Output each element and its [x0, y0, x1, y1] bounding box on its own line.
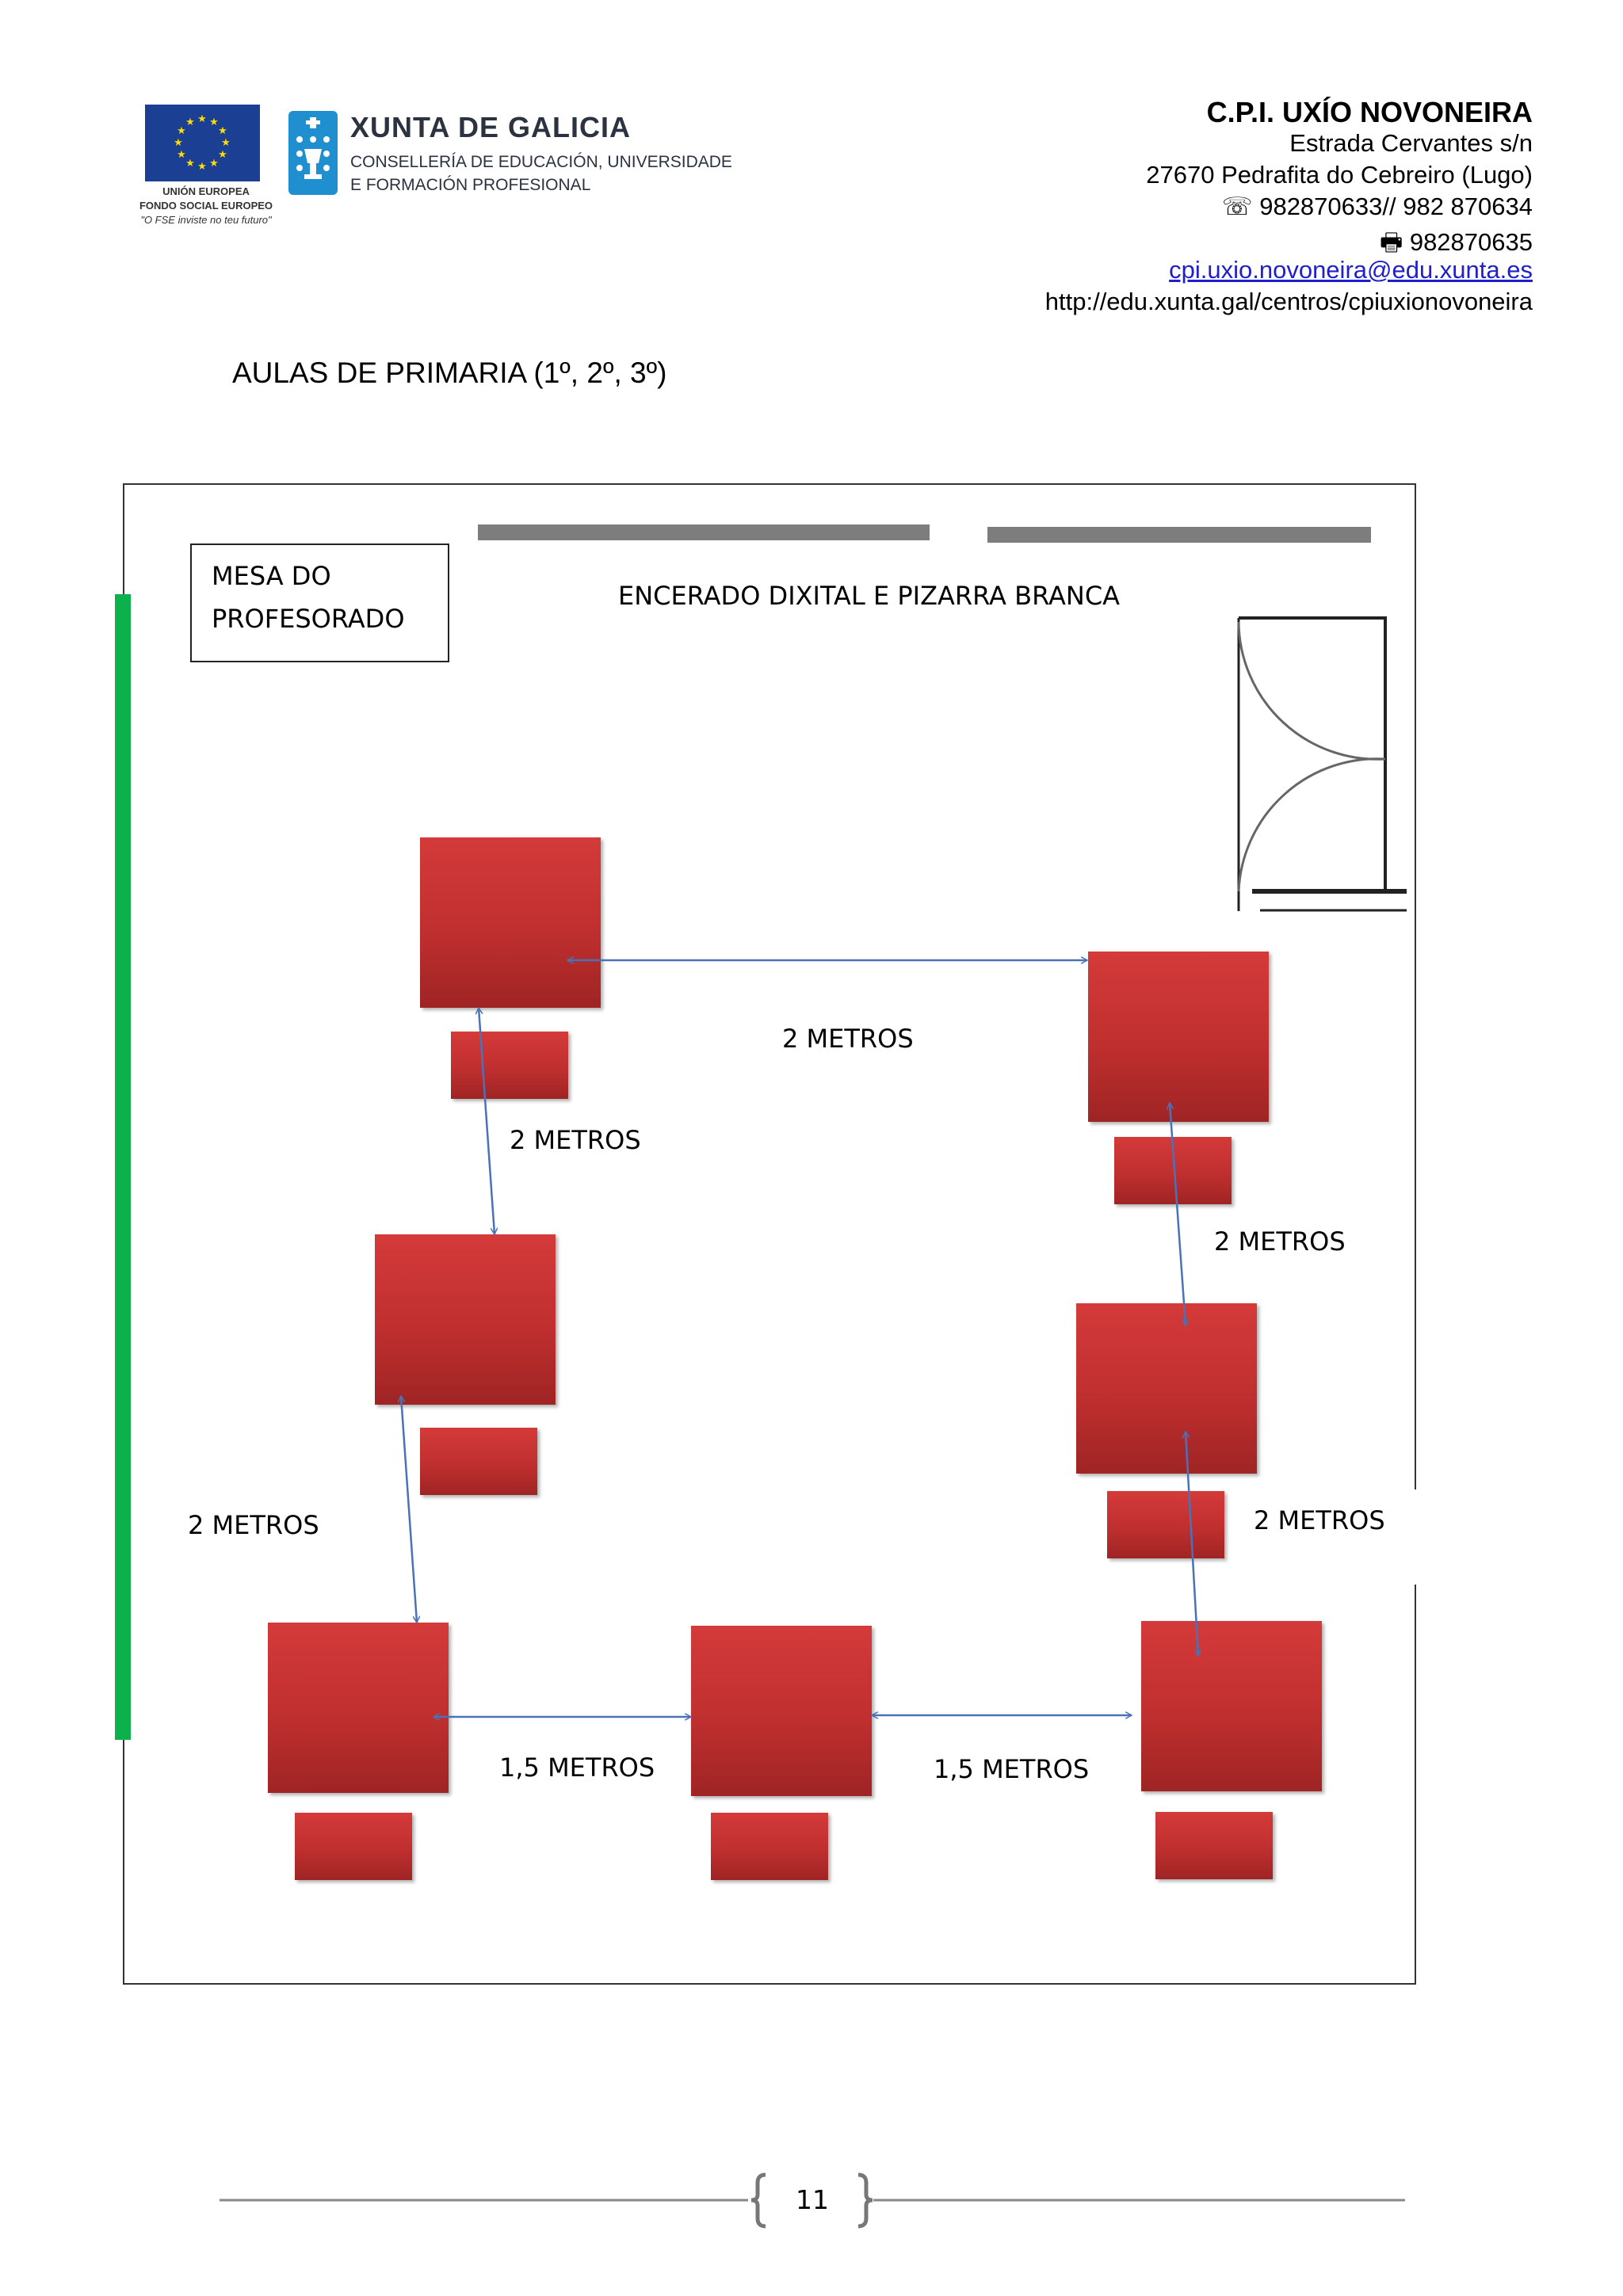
student-chair	[1107, 1491, 1224, 1558]
xunta-logo-subtitle-line1: CONSELLERÍA DE EDUCACIÓN, UNIVERSIDADE	[350, 153, 732, 171]
svg-text:★: ★	[177, 125, 186, 137]
student-desk	[268, 1623, 449, 1793]
eu-slogan: "O FSE inviste no teu futuro"	[140, 214, 272, 226]
student-chair	[1155, 1812, 1273, 1879]
student-desk	[1076, 1303, 1257, 1474]
address-line2: 27670 Pedrafita do Cebreiro (Lugo)	[1146, 161, 1533, 189]
eu-logo-caption: UNIÓN EUROPEA FONDO SOCIAL EUROPEO "O FS…	[123, 185, 289, 227]
distance-label: 2 METROS	[510, 1125, 641, 1155]
student-desk	[691, 1626, 872, 1796]
student-chair	[295, 1813, 412, 1880]
distance-label: 2 METROS	[1254, 1505, 1385, 1535]
student-chair	[420, 1428, 537, 1495]
fax-number: 🖶 982870635	[1379, 228, 1533, 256]
distance-label: 1,5 METROS	[934, 1754, 1090, 1784]
student-chair	[451, 1032, 568, 1099]
svg-text:★: ★	[218, 149, 227, 161]
svg-text:★: ★	[177, 149, 186, 161]
section-title: AULAS DE PRIMARIA (1º, 2º, 3º)	[232, 357, 667, 389]
student-chair	[711, 1813, 828, 1880]
student-desk	[1088, 952, 1269, 1122]
student-desk	[420, 837, 601, 1008]
board-label: ENCERADO DIXITAL E PIZARRA BRANCA	[618, 581, 1121, 611]
distance-label: 2 METROS	[782, 1024, 914, 1054]
svg-text:★: ★	[185, 116, 195, 128]
distance-label: 1,5 METROS	[499, 1753, 655, 1783]
svg-text:★: ★	[209, 116, 219, 128]
page-number: 11	[796, 2184, 829, 2215]
svg-text:★: ★	[209, 158, 219, 170]
svg-text:★: ★	[197, 113, 207, 125]
svg-text:★: ★	[221, 137, 231, 149]
website-url: http://edu.xunta.gal/centros/cpiuxionovo…	[1044, 288, 1533, 315]
eu-caption-line2: FONDO SOCIAL EUROPEO	[139, 200, 273, 212]
svg-text:★: ★	[174, 137, 183, 149]
teacher-desk-label: MESA DO PROFESORADO	[212, 561, 405, 634]
digital-board	[478, 524, 930, 540]
phone-numbers: ☏ 982870633// 982 870634	[1221, 193, 1533, 220]
xunta-logo-title: XUNTA DE GALICIA	[350, 111, 631, 143]
school-name: C.P.I. UXÍO NOVONEIRA	[1206, 96, 1533, 128]
svg-text:★: ★	[185, 158, 195, 170]
eu-caption-line1: UNIÓN EUROPEA	[162, 185, 250, 197]
xunta-emblem-icon	[288, 111, 338, 195]
student-desk	[1141, 1621, 1322, 1791]
address-line1: Estrada Cervantes s/n	[1289, 129, 1533, 157]
doorway-gap	[1412, 1489, 1420, 1585]
student-chair	[1114, 1137, 1232, 1204]
whiteboard	[987, 527, 1371, 543]
distance-label: 2 METROS	[1214, 1226, 1346, 1257]
distance-label: 2 METROS	[188, 1510, 319, 1540]
xunta-logo-subtitle-line2: E FORMACIÓN PROFESIONAL	[350, 176, 591, 194]
green-wall	[115, 594, 131, 1740]
eu-flag-logo: ★★★ ★★★ ★★★ ★★★	[145, 105, 260, 181]
email-link[interactable]: cpi.uxio.novoneira@edu.xunta.es	[1169, 256, 1533, 284]
student-desk	[375, 1234, 556, 1405]
svg-text:★: ★	[197, 161, 207, 173]
svg-text:★: ★	[218, 125, 227, 137]
teacher-desk	[190, 543, 449, 662]
